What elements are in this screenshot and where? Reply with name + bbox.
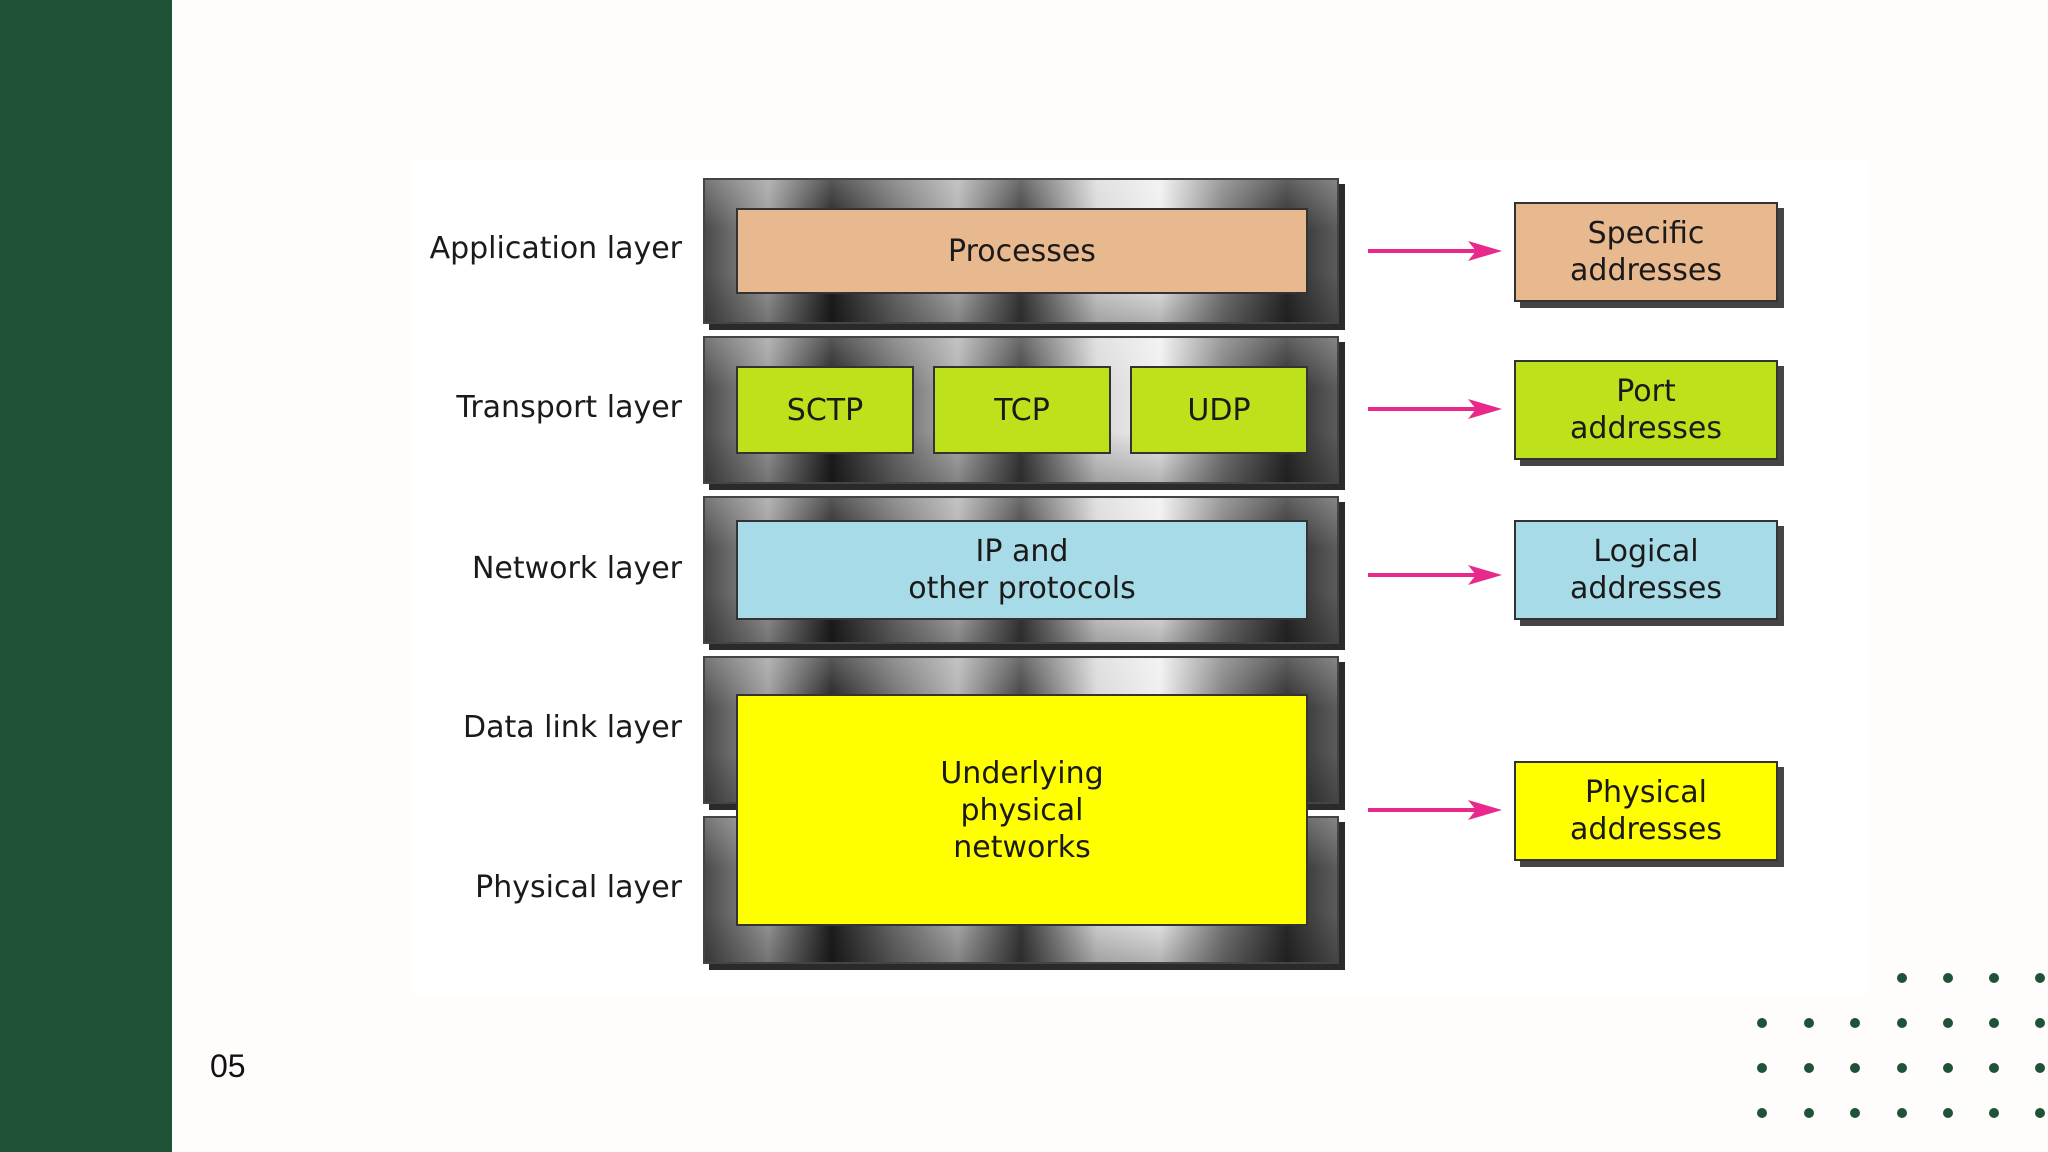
layer-label-data-link: Data link layer [462, 710, 682, 745]
layer-label-transport: Transport layer [456, 390, 682, 425]
underlying-networks-box: Underlying physical networks [736, 694, 1308, 926]
processes-box: Processes [736, 208, 1308, 294]
arrow-icon [1368, 241, 1502, 261]
slide-sidebar [0, 0, 172, 1152]
layer-label-network: Network layer [471, 551, 682, 586]
arrow-icon [1368, 565, 1502, 585]
physical-addresses-box: Physical addresses [1514, 761, 1778, 861]
layer-label-application: Application layer [429, 231, 682, 266]
decorative-dots [1757, 973, 2045, 1118]
logical-addresses-box: Logical addresses [1514, 520, 1778, 620]
udp-box: UDP [1130, 366, 1308, 454]
ip-box: IP and other protocols [736, 520, 1308, 620]
sctp-box: SCTP [736, 366, 914, 454]
arrow-icon [1368, 399, 1502, 419]
tcp-box: TCP [933, 366, 1111, 454]
specific-addresses-box: Specific addresses [1514, 202, 1778, 302]
port-addresses-box: Port addresses [1514, 360, 1778, 460]
layer-label-physical: Physical layer [475, 870, 682, 905]
page-number: 05 [210, 1048, 246, 1084]
arrow-icon [1368, 800, 1502, 820]
